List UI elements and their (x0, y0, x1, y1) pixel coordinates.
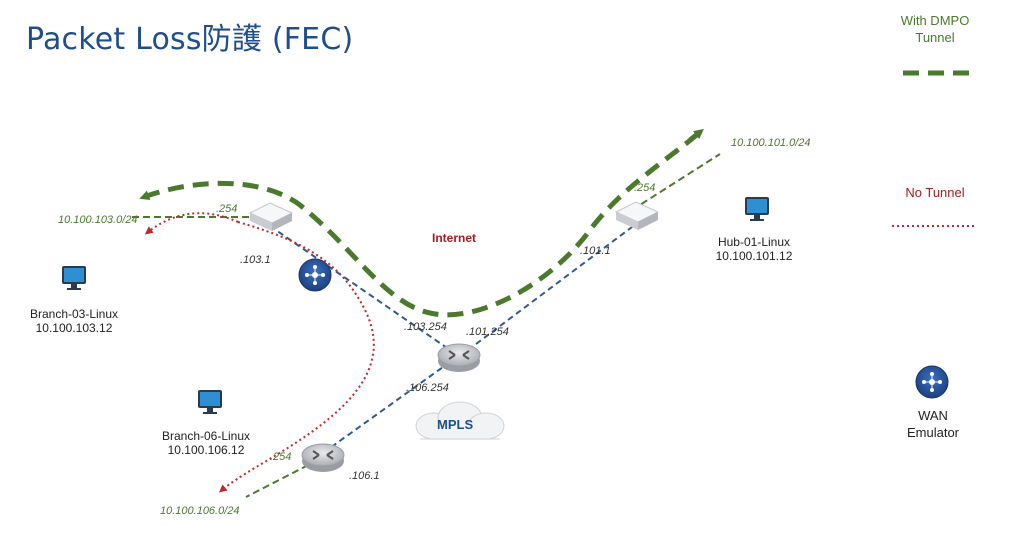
edge106-lan-ip: .254 (270, 451, 292, 463)
link-router-edge106 (329, 361, 451, 449)
wan-emulator-legend-icon (915, 365, 949, 399)
edge103-lan-ip: .254 (216, 203, 238, 215)
host-branch03-name: Branch-03-Linux (29, 307, 119, 321)
host-branch06: Branch-06-Linux 10.100.106.12 (146, 429, 266, 457)
subnet-101-label: 10.100.101.0/24 (731, 137, 811, 149)
monitor-icon-hub01 (745, 197, 769, 221)
edge103-wan-ip: .103.1 (240, 254, 271, 266)
subnet-101-link (631, 153, 721, 211)
mpls-cloud (415, 401, 505, 440)
edge101-lan-ip: .254 (634, 182, 656, 194)
subnet-106-label: 10.100.106.0/24 (160, 505, 240, 517)
subnet-103-label: 10.100.103.0/24 (58, 214, 138, 226)
host-branch03-ip: 10.100.103.12 (35, 321, 113, 335)
router-core[interactable] (437, 343, 481, 372)
no-tunnel-path-main (218, 221, 375, 493)
legend-no-tunnel-label: No Tunnel (905, 185, 965, 200)
legend-wan-emulator-label: WAN Emulator (906, 408, 960, 440)
host-branch03: Branch-03-Linux 10.100.103.12 (14, 307, 134, 335)
host-hub01: Hub-01-Linux 10.100.101.12 (694, 235, 814, 263)
router-101-ip: .101.254 (466, 326, 509, 338)
wan-emulator-node[interactable] (298, 258, 332, 292)
dmpo-tunnel-head (688, 128, 704, 142)
host-branch06-name: Branch-06-Linux (161, 429, 251, 443)
link-edge103-router (269, 225, 451, 351)
edge106-wan-ip: .106.1 (349, 470, 380, 482)
edge101-wan-ip: .101.1 (580, 245, 611, 257)
link-router-edge101 (467, 223, 637, 351)
page-title: Packet Loss防護 (FEC) (26, 22, 354, 57)
monitor-icon-branch06 (198, 390, 222, 414)
router-103-ip: .103.254 (404, 321, 447, 333)
edge-device-101[interactable] (614, 201, 660, 230)
host-branch06-ip: 10.100.106.12 (167, 443, 245, 457)
monitor-icon-branch03 (62, 266, 86, 290)
internet-label: Internet (432, 231, 477, 245)
router-106[interactable] (301, 443, 345, 472)
mpls-label: MPLS (437, 417, 474, 432)
host-hub01-name: Hub-01-Linux (717, 235, 791, 249)
no-tunnel-path (144, 212, 239, 235)
edge-device-103[interactable] (248, 202, 294, 231)
dmpo-tunnel-path (139, 132, 700, 318)
host-hub01-ip: 10.100.101.12 (715, 249, 793, 263)
router-106-ip: .106.254 (406, 382, 449, 394)
legend-dmpo-label: With DMPO Tunnel (900, 13, 970, 45)
